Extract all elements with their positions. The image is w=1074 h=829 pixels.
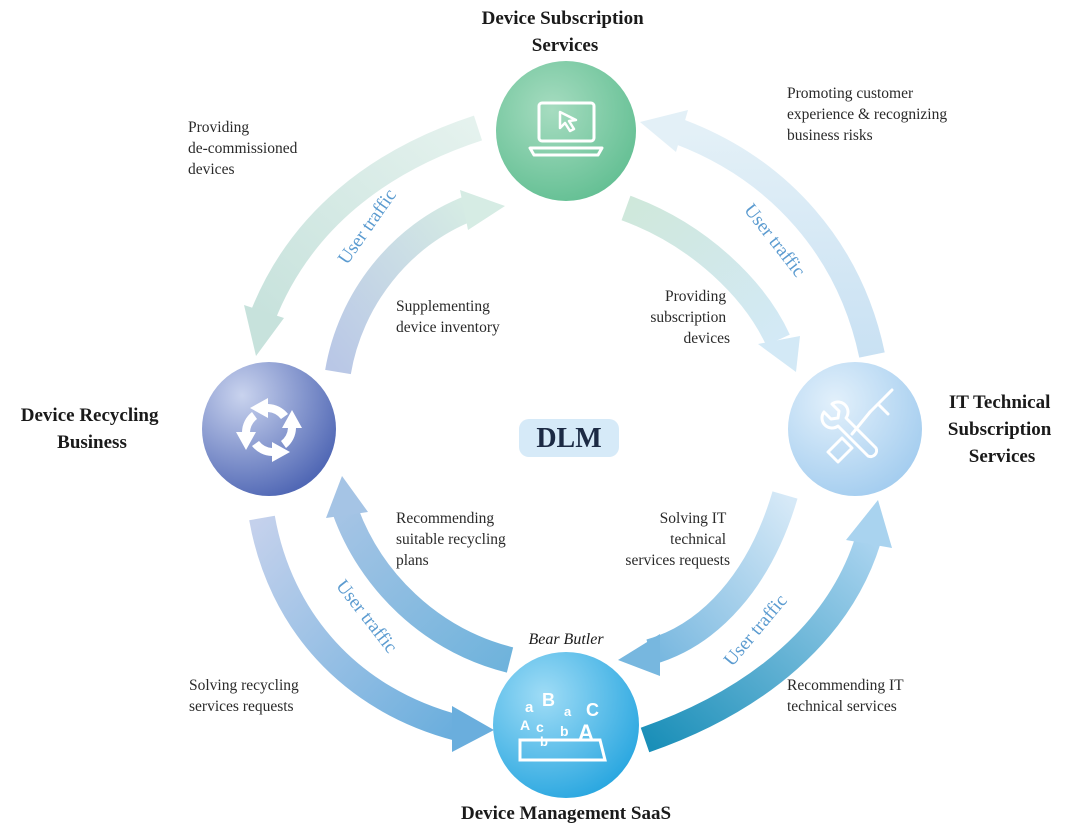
label-bottom-right-outer: Recommending IT technical services: [787, 677, 907, 715]
laptop-cursor-icon: [528, 101, 604, 157]
arrow-right-to-bottom: [618, 491, 798, 676]
center-badge: DLM: [519, 419, 619, 457]
arrow-top-to-right: [621, 195, 800, 372]
center-label: DLM: [536, 423, 601, 454]
svg-text:C: C: [586, 700, 599, 720]
title-it-technical: IT Technical Subscription Services: [948, 392, 1056, 467]
svg-text:a: a: [525, 699, 534, 716]
svg-text:B: B: [542, 690, 555, 710]
node-it-technical: [788, 362, 922, 496]
node-device-subscription: [496, 61, 636, 201]
wrench-screwdriver-icon: [820, 388, 894, 464]
label-bottom-left-inner: Recommending suitable recycling plans: [396, 510, 510, 569]
title-device-management: Device Management SaaS: [461, 803, 671, 824]
recycle-arrows-icon: [236, 398, 302, 462]
label-bottom-right-inner: Solving IT technical services requests: [625, 510, 730, 569]
arrow-right-to-top: [640, 110, 885, 358]
arrow-top-to-left: [244, 115, 483, 356]
label-top-left-outer: Providing de-commissioned devices: [188, 119, 301, 178]
label-top-right-outer: Promoting customer experience & recogniz…: [787, 85, 951, 144]
svg-text:a: a: [564, 704, 572, 719]
laptop-letters-icon: a B a C A c b A b: [518, 690, 607, 762]
svg-text:b: b: [540, 734, 548, 749]
arrow-bottom-to-right: [640, 500, 892, 753]
title-device-recycling: Device Recycling Business: [21, 405, 163, 453]
svg-text:A: A: [578, 720, 594, 745]
arrow-left-to-top: [325, 190, 505, 375]
svg-text:A: A: [520, 717, 530, 733]
node-device-management: a B a C A c b A b: [493, 652, 639, 798]
subtitle-bear-butler: Bear Butler: [528, 631, 604, 648]
title-device-subscription: Device Subscription Services: [482, 8, 649, 56]
node-device-recycling: [202, 362, 336, 496]
svg-text:b: b: [560, 723, 569, 739]
arrow-bottom-to-left: [326, 476, 514, 673]
svg-text:c: c: [536, 719, 544, 735]
label-top-left-inner: Supplementing device inventory: [396, 298, 500, 336]
label-bottom-left-outer: Solving recycling services requests: [189, 677, 303, 715]
arrow-left-to-bottom: [249, 515, 494, 752]
label-top-right-inner: Providing subscription devices: [650, 288, 730, 347]
